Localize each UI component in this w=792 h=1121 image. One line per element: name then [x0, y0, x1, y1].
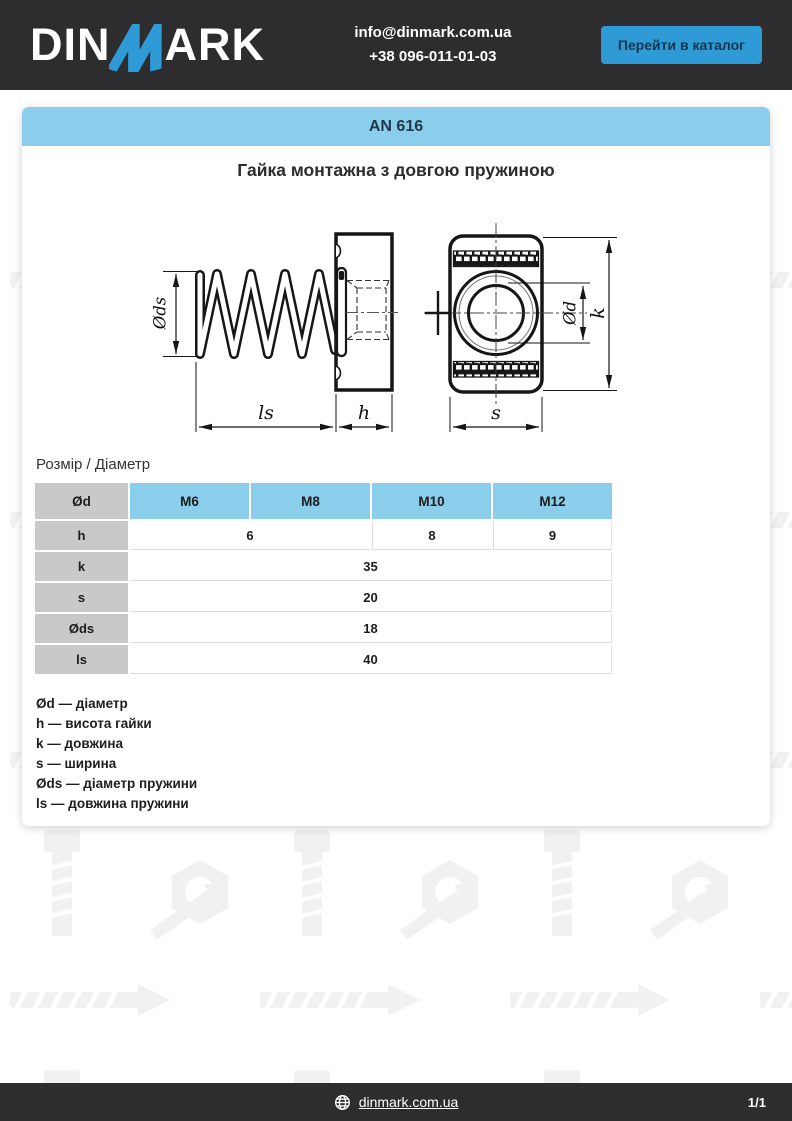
- globe-icon: [334, 1094, 350, 1110]
- footer-site-link[interactable]: dinmark.com.ua: [358, 1094, 459, 1110]
- table-col-header: M6: [130, 483, 249, 519]
- header-email: info@dinmark.com.ua: [354, 24, 512, 41]
- logo-m-icon: [108, 24, 162, 72]
- table-row-label: k: [35, 552, 128, 581]
- legend-item: Ød — діаметр: [36, 696, 128, 711]
- table-cell: 6: [130, 521, 370, 550]
- table-col-header: M10: [372, 483, 491, 519]
- dinmark-logo[interactable]: DIN ARK: [30, 19, 265, 72]
- catalog-button[interactable]: Перейти в каталог: [600, 26, 762, 64]
- logo-text-ark: ARK: [164, 19, 265, 70]
- table-cell: 20: [130, 583, 612, 612]
- table-cell: 8: [372, 521, 491, 550]
- table-cell: 9: [493, 521, 612, 550]
- product-title: Гайка монтажна з довгою пружиною: [237, 160, 555, 180]
- legend-item: h — висота гайки: [36, 716, 152, 731]
- page-number: 1/1: [747, 1094, 766, 1110]
- header: DIN ARK info@dinmark.com.ua +38 096-011-…: [0, 0, 792, 90]
- table-corner-cell: Ød: [35, 483, 128, 519]
- standard-code: AN 616: [368, 117, 424, 135]
- table-row-label: ls: [35, 645, 128, 674]
- size-diameter-label: Розмір / Діаметр: [36, 456, 151, 473]
- table-col-header: M12: [493, 483, 612, 519]
- legend-item: ls — довжина пружини: [36, 796, 189, 811]
- table-row-label: s: [35, 583, 128, 612]
- table-cell: 35: [130, 552, 612, 581]
- table-cell: 18: [130, 614, 612, 643]
- legend: Ød — діаметр h — висота гайки k — довжина s…: [36, 694, 197, 814]
- standard-code-banner: AN 616: [22, 107, 770, 146]
- table-col-header: M8: [251, 483, 370, 519]
- product-card: AN 616 Гайка монтажна з довгою пружиною …: [22, 107, 770, 826]
- header-contact: info@dinmark.com.ua +38 096-011-01-03: [354, 21, 511, 69]
- footer: dinmark.com.ua 1/1: [0, 1083, 792, 1121]
- legend-item: s — ширина: [36, 756, 117, 771]
- table-row-label: h: [35, 521, 128, 550]
- logo-text-din: DIN: [30, 19, 111, 70]
- table-row-label: Øds: [35, 614, 128, 643]
- header-phone: +38 096-011-01-03: [369, 48, 497, 65]
- legend-item: k — довжина: [36, 736, 123, 751]
- legend-item: Øds — діаметр пружини: [36, 776, 198, 791]
- table-cell: 40: [130, 645, 612, 674]
